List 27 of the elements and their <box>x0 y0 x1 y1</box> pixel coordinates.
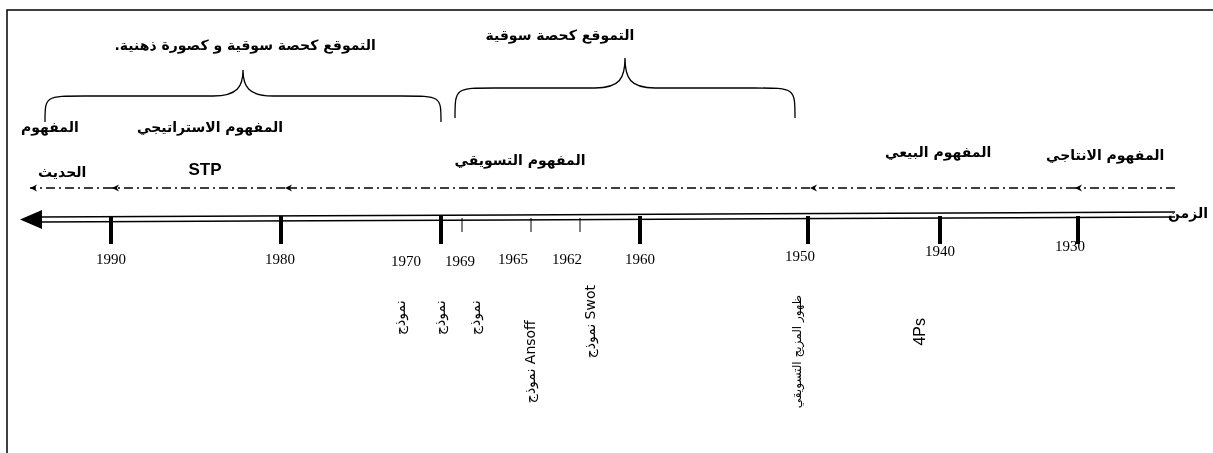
concept-label: المفهوم الاستراتيجي <box>137 119 284 135</box>
concept-label: المفهوم <box>21 119 79 135</box>
year-label: 1962 <box>552 250 582 267</box>
year-label: 1940 <box>925 242 955 259</box>
concept-label: الحديث <box>38 164 87 180</box>
event-label: 4Ps <box>911 318 929 346</box>
axis-label: الزمن <box>1168 205 1209 221</box>
concept-label: STP <box>188 160 222 180</box>
concept-label: المفهوم البيعي <box>885 144 992 160</box>
year-label: 1930 <box>1055 237 1085 254</box>
year-label: 1990 <box>96 250 126 267</box>
event-label: نموذج <box>432 300 448 335</box>
brace-heading: التموقع كحصة سوقية و كصورة ذهنية. <box>114 37 376 53</box>
concept-label: المفهوم الانتاجي <box>1046 147 1165 163</box>
year-label: 1960 <box>625 250 655 267</box>
event-label: نموذج <box>392 300 408 335</box>
event-label: نموذج <box>467 300 483 335</box>
year-label: 1950 <box>785 247 815 264</box>
year-label: 1965 <box>498 250 528 267</box>
year-label: 1969 <box>445 252 475 269</box>
year-label: 1980 <box>265 250 295 267</box>
concept-label: المفهوم التسويقي <box>454 152 586 168</box>
event-label: نموذج Ansoff <box>522 320 538 404</box>
event-label: ظهور المزيج التسويقي <box>790 294 804 409</box>
brace-heading: التموقع كحصة سوقية <box>485 27 635 43</box>
year-label: 1970 <box>391 252 421 269</box>
event-label: نموذج Swot <box>582 285 598 359</box>
